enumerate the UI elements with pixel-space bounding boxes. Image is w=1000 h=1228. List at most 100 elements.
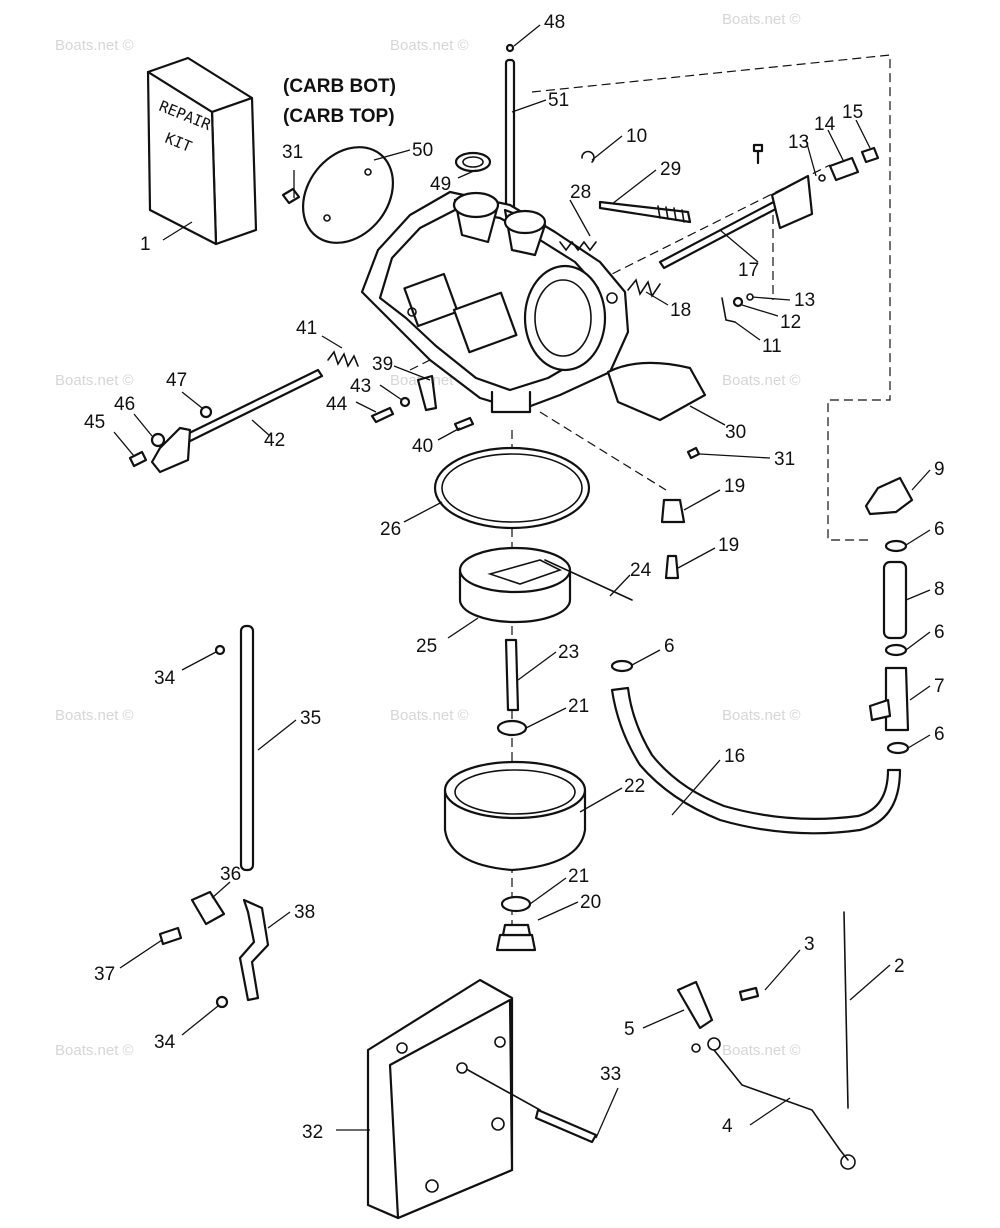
callout-32: 32 xyxy=(302,1122,323,1143)
callout-13: 13 xyxy=(794,290,815,311)
callout-24: 24 xyxy=(630,560,652,581)
carb-top-label: (CARB TOP) xyxy=(283,106,395,127)
float-bowl-22 xyxy=(443,760,587,872)
callout-29: 29 xyxy=(660,159,681,180)
callout-25: 25 xyxy=(416,636,437,657)
nut-34 xyxy=(214,644,226,656)
nut-34 xyxy=(215,995,229,1009)
screw-37 xyxy=(158,926,183,946)
callout-21: 21 xyxy=(568,866,589,887)
watermark: Boats.net © xyxy=(55,1042,134,1059)
jet-19 xyxy=(660,498,686,524)
callout-16: 16 xyxy=(724,746,745,767)
rod-eye xyxy=(707,1037,721,1051)
drain-screw-20 xyxy=(495,933,537,952)
callout-6: 6 xyxy=(934,519,945,540)
carburetor-body xyxy=(360,190,630,414)
callout-3: 3 xyxy=(804,934,815,955)
spring-18 xyxy=(627,278,661,298)
callout-18: 18 xyxy=(670,300,691,321)
callout-48: 48 xyxy=(544,12,565,33)
o-ring-49 xyxy=(454,151,492,173)
watermark: Boats.net © xyxy=(55,372,134,389)
callout-22: 22 xyxy=(624,776,645,797)
screw-31 xyxy=(686,446,701,460)
pin-24 xyxy=(544,559,633,601)
callout-44: 44 xyxy=(326,394,348,415)
throttle-lever xyxy=(770,174,814,230)
screw-15 xyxy=(860,146,880,164)
carb-bot-label: (CARB BOT) xyxy=(283,76,396,97)
callout-42: 42 xyxy=(264,430,285,451)
callout-1: 1 xyxy=(140,234,151,255)
callout-6: 6 xyxy=(934,622,945,643)
screw-45 xyxy=(128,450,148,468)
callout-11: 11 xyxy=(762,336,782,357)
repair-kit-box: REPAIR KIT xyxy=(146,56,258,246)
rod-51 xyxy=(504,58,516,222)
callouts: 1 2 3 4 5 6 6 6 6 7 8 9 10 11 12 13 13 1… xyxy=(84,12,945,1143)
callout-12: 12 xyxy=(780,312,801,333)
callout-37: 37 xyxy=(94,964,115,985)
clamp-6 xyxy=(886,741,910,755)
callout-36: 36 xyxy=(220,864,241,885)
float-25 xyxy=(458,546,572,624)
clamp-6 xyxy=(884,643,908,657)
callout-45: 45 xyxy=(84,412,105,433)
watermark: Boats.net © xyxy=(390,707,469,724)
rod-4 xyxy=(713,1049,849,1161)
callout-17: 17 xyxy=(738,260,759,281)
washer-21 xyxy=(500,895,532,913)
washer-43 xyxy=(399,396,411,408)
centerline xyxy=(539,411,667,491)
callout-46: 46 xyxy=(114,394,135,415)
pin-48 xyxy=(505,43,515,53)
screw-31 xyxy=(281,187,301,205)
callout-51: 51 xyxy=(548,90,569,111)
spring-28 xyxy=(559,240,597,252)
watermark: Boats.net © xyxy=(722,1042,801,1059)
callout-34: 34 xyxy=(154,668,176,689)
wire-2 xyxy=(843,911,849,1109)
link-rod-42 xyxy=(173,368,324,448)
air-box-32 xyxy=(366,978,514,1220)
hose-8 xyxy=(882,560,908,640)
callout-4: 4 xyxy=(722,1116,733,1137)
block-36 xyxy=(190,890,226,926)
clip-10 xyxy=(581,150,595,163)
gasket-26 xyxy=(433,446,591,530)
screw-33 xyxy=(534,1108,598,1144)
callout-7: 7 xyxy=(934,676,945,697)
assembly-boundary xyxy=(531,54,891,541)
pin-3 xyxy=(738,986,760,1002)
callout-9: 9 xyxy=(934,459,945,480)
pin-11 xyxy=(721,297,736,323)
gasket-plate-30 xyxy=(606,361,707,422)
callout-6: 6 xyxy=(934,724,945,745)
watermark: Boats.net © xyxy=(722,372,801,389)
callout-34: 34 xyxy=(154,1032,176,1053)
bracket-38 xyxy=(238,898,270,1002)
callout-13: 13 xyxy=(788,132,809,153)
callout-19: 19 xyxy=(724,476,745,497)
screw-top xyxy=(752,143,764,165)
callout-5: 5 xyxy=(624,1019,635,1040)
callout-33: 33 xyxy=(600,1064,621,1085)
callout-31: 31 xyxy=(282,142,303,163)
callout-49: 49 xyxy=(430,174,451,195)
screw-44 xyxy=(370,406,395,424)
washer-12 xyxy=(732,296,744,308)
callout-23: 23 xyxy=(558,642,579,663)
callout-6: 6 xyxy=(664,636,675,657)
lever-arm xyxy=(150,426,192,474)
washer-21 xyxy=(496,719,528,737)
callout-19: 19 xyxy=(718,535,739,556)
watermark: Boats.net © xyxy=(55,707,134,724)
callout-35: 35 xyxy=(300,708,321,729)
watermark: Boats.net © xyxy=(722,707,801,724)
clamp-6 xyxy=(884,539,908,553)
tee-fitting-7 xyxy=(884,666,910,732)
lever-5 xyxy=(676,980,714,1030)
